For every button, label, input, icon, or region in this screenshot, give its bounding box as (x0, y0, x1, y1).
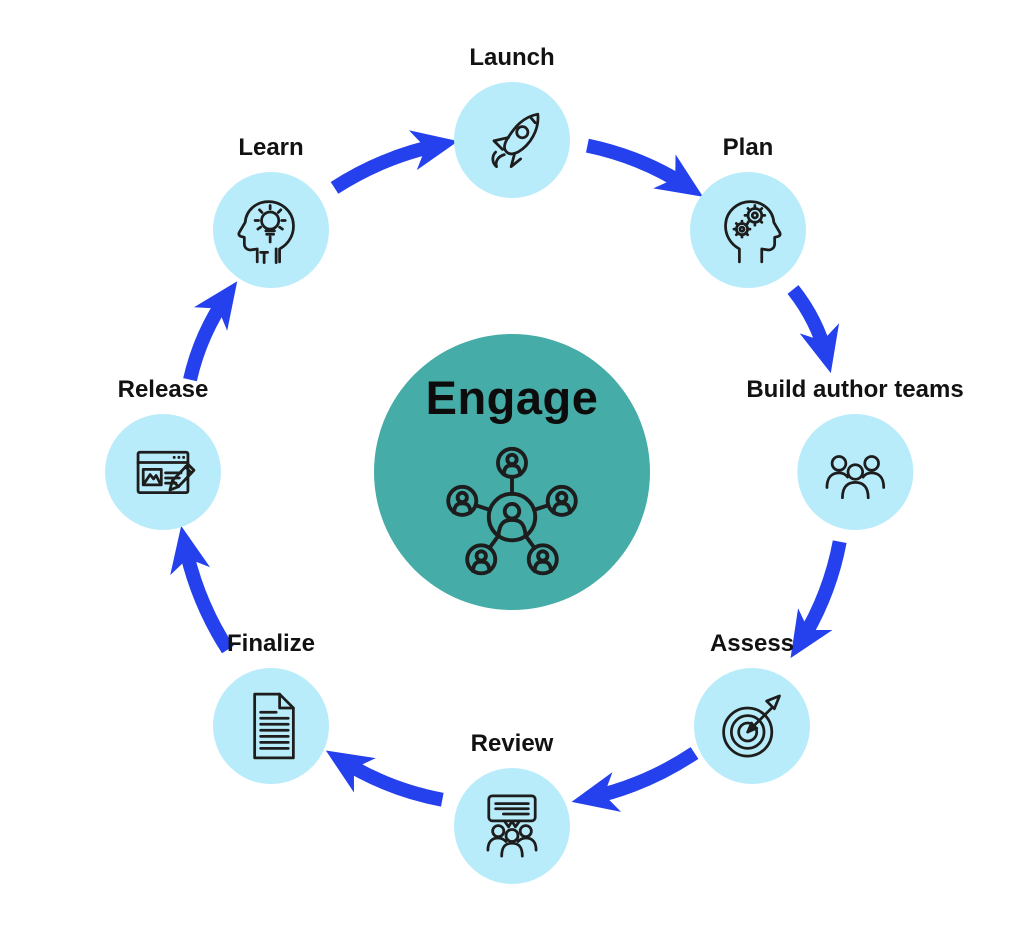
step-review: Review (454, 730, 570, 884)
flow-arrow (790, 540, 847, 659)
step-circle (213, 668, 329, 784)
group-discussion-icon (486, 794, 538, 858)
document-icon (253, 692, 295, 760)
step-label: Assess (709, 630, 795, 657)
step-label: Review (470, 730, 554, 757)
rocket-icon (491, 112, 540, 169)
flow-arrow (170, 525, 234, 654)
step-label: Finalize (226, 630, 316, 657)
head-lightbulb-icon (237, 200, 295, 265)
target-arrow-icon (722, 694, 781, 758)
step-finalize: Finalize (213, 630, 329, 784)
step-label: Learn (238, 134, 304, 161)
step-circle (213, 172, 329, 288)
step-release: Release (105, 376, 221, 530)
step-circle (690, 172, 806, 288)
step-label: Release (117, 376, 209, 403)
team-icon (825, 455, 885, 500)
flow-arrow (330, 130, 459, 194)
flow-arrow (585, 138, 704, 197)
flow-arrow (787, 285, 840, 374)
step-plan: Plan (690, 134, 806, 288)
step-circle (105, 414, 221, 530)
step-circle (796, 414, 913, 530)
center-circle: Engage (374, 334, 650, 610)
step-circle (454, 768, 570, 884)
flow-arrow (571, 747, 699, 812)
step-learn: Learn (213, 134, 329, 288)
webpage-edit-icon (136, 450, 196, 495)
step-label: Plan (722, 134, 774, 161)
step-assess: Assess (694, 630, 810, 784)
flow-arrow (325, 750, 444, 807)
step-build-author-teams: Build author teams (746, 376, 964, 530)
center-label: Engage (425, 371, 599, 424)
step-label: Launch (469, 44, 555, 71)
step-launch: Launch (454, 44, 570, 198)
network-people-icon (446, 446, 578, 576)
step-label: Build author teams (746, 376, 964, 403)
flow-arrow (183, 281, 238, 382)
step-circle (694, 668, 810, 784)
step-circle (454, 82, 570, 198)
head-gears-icon (724, 200, 782, 264)
